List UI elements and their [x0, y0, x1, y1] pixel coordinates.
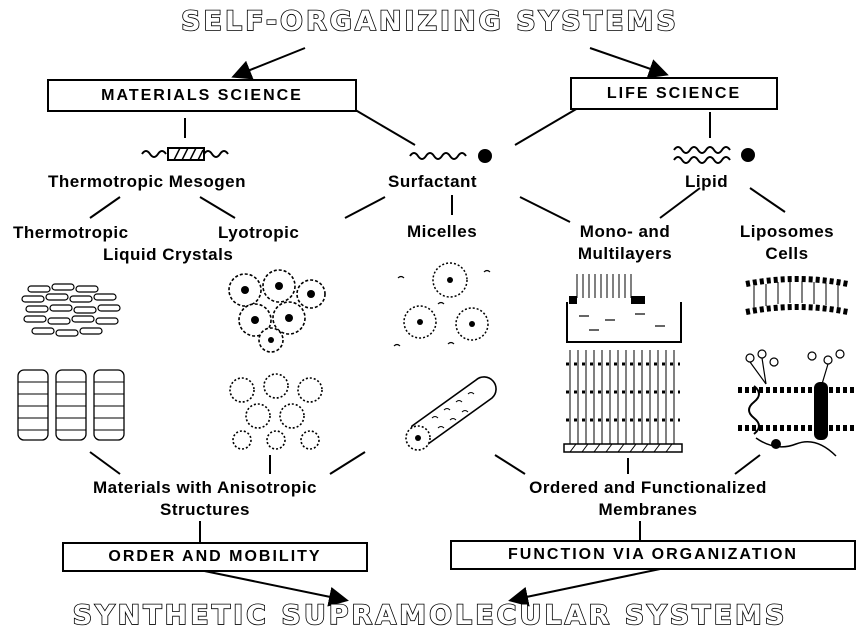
spherical-micelles-illustration [388, 258, 498, 348]
surfactant-molecule-icon [408, 146, 498, 166]
bottom-title: SYNTHETIC SUPRAMOLECULAR SYSTEMS [0, 600, 860, 631]
liposome-bilayer-illustration [742, 270, 852, 330]
monolayer-trough-illustration [565, 270, 685, 346]
function-organization-box: FUNCTION VIA ORGANIZATION [450, 540, 856, 570]
materials-outcome-label-2: Structures [60, 500, 350, 520]
order-mobility-box: ORDER AND MOBILITY [62, 542, 368, 572]
liquid-crystals-label: Liquid Crystals [103, 245, 233, 265]
mesogen-molecule-icon [140, 142, 230, 166]
life-science-box: LIFE SCIENCE [570, 77, 778, 110]
lipid-label: Lipid [685, 172, 728, 192]
lyotropic-label: Lyotropic [218, 223, 299, 243]
surfactant-label: Surfactant [388, 172, 477, 192]
multilayer-stack-illustration [560, 348, 690, 456]
mono-layers-label-2: Multilayers [560, 244, 690, 264]
thermotropic-nematic-illustration [18, 278, 128, 348]
materials-science-box: MATERIALS SCIENCE [47, 79, 357, 112]
rod-micelle-illustration [392, 368, 512, 458]
mesogen-label: Thermotropic Mesogen [48, 172, 246, 192]
liposomes-label: Liposomes [732, 222, 842, 242]
lyotropic-hexagonal-illustration [220, 366, 340, 450]
lyotropic-columns-illustration [215, 268, 335, 354]
thermotropic-columnar-illustration [14, 364, 134, 444]
cell-membrane-illustration [736, 348, 856, 460]
mono-layers-label-1: Mono- and [565, 222, 685, 242]
micelles-label: Micelles [407, 222, 477, 242]
membranes-outcome-label-2: Membranes [488, 500, 808, 520]
cells-label: Cells [732, 244, 842, 264]
top-title: SELF-ORGANIZING SYSTEMS [0, 6, 860, 37]
materials-outcome-label-1: Materials with Anisotropic [60, 478, 350, 498]
lipid-molecule-icon [672, 140, 762, 170]
membranes-outcome-label-1: Ordered and Functionalized [488, 478, 808, 498]
thermotropic-label: Thermotropic [13, 223, 129, 243]
